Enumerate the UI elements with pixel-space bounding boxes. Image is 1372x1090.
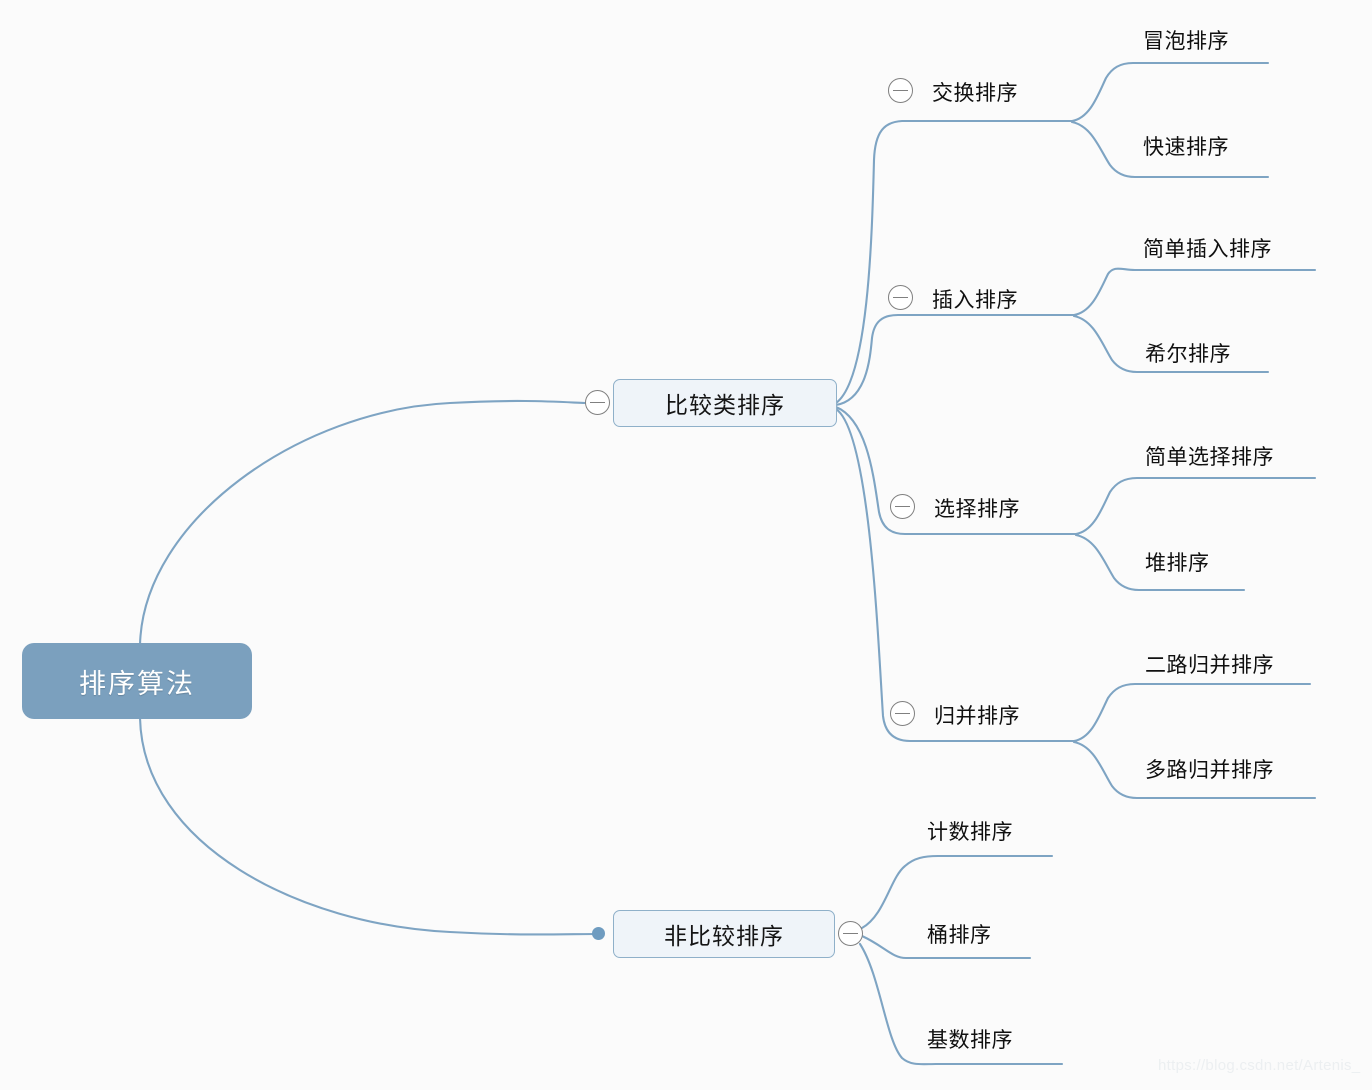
leaf-node-bucket-sort-label: 桶排序 bbox=[927, 924, 992, 947]
leaf-node-quick-sort[interactable]: 快速排序 bbox=[1143, 130, 1229, 158]
edge-merge-to-two-way bbox=[1072, 682, 1312, 743]
branch-node-comparison-label: 比较类排序 bbox=[665, 392, 785, 418]
branch-node-noncomparison[interactable]: 非比较排序 bbox=[613, 910, 835, 958]
collapse-toggle-insertion[interactable] bbox=[888, 285, 913, 310]
leaf-node-heap-sort[interactable]: 堆排序 bbox=[1145, 546, 1210, 574]
root-node[interactable]: 排序算法 bbox=[22, 643, 252, 719]
leaf-node-bubble-sort-label: 冒泡排序 bbox=[1143, 30, 1229, 53]
edge-selection-to-simple-select bbox=[1074, 476, 1317, 536]
edge-comparison-to-insertion bbox=[834, 313, 1076, 407]
leaf-node-bucket-sort[interactable]: 桶排序 bbox=[927, 918, 992, 946]
leaf-node-shell-sort-label: 希尔排序 bbox=[1145, 343, 1231, 366]
sub-node-merge[interactable]: 归并排序 bbox=[934, 701, 1020, 727]
edge-comparison-to-exchange bbox=[834, 119, 1074, 405]
leaf-node-radix-sort-label: 基数排序 bbox=[927, 1029, 1013, 1052]
leaf-node-shell-sort[interactable]: 希尔排序 bbox=[1145, 337, 1231, 365]
collapse-toggle-noncomparison[interactable] bbox=[838, 921, 863, 946]
leaf-node-counting-sort[interactable]: 计数排序 bbox=[927, 815, 1013, 843]
leaf-node-bubble-sort[interactable]: 冒泡排序 bbox=[1143, 24, 1229, 52]
root-node-label: 排序算法 bbox=[79, 668, 195, 699]
branch-node-noncomparison-label: 非比较排序 bbox=[664, 923, 784, 949]
leaf-node-multi-way-merge-sort[interactable]: 多路归并排序 bbox=[1145, 753, 1274, 781]
edge-exchange-to-bubble bbox=[1070, 61, 1270, 123]
leaf-node-quick-sort-label: 快速排序 bbox=[1143, 136, 1229, 159]
branch-node-comparison[interactable]: 比较类排序 bbox=[613, 379, 837, 427]
watermark-text: https://blog.csdn.net/Artenis_ bbox=[1158, 1057, 1361, 1074]
collapse-toggle-exchange[interactable] bbox=[888, 78, 913, 103]
leaf-node-simple-selection-sort[interactable]: 简单选择排序 bbox=[1145, 440, 1274, 468]
leaf-node-simple-selection-sort-label: 简单选择排序 bbox=[1145, 446, 1274, 469]
leaf-node-simple-insertion-sort-label: 简单插入排序 bbox=[1143, 238, 1272, 261]
edge-root-to-comparison bbox=[138, 399, 587, 647]
leaf-node-heap-sort-label: 堆排序 bbox=[1145, 552, 1210, 575]
collapse-toggle-merge[interactable] bbox=[890, 701, 915, 726]
edge-insertion-to-simple-insert bbox=[1072, 267, 1317, 317]
leaf-node-simple-insertion-sort[interactable]: 简单插入排序 bbox=[1143, 232, 1272, 260]
sub-node-insertion-label: 插入排序 bbox=[932, 289, 1018, 312]
sub-node-insertion[interactable]: 插入排序 bbox=[932, 285, 1018, 311]
leaf-node-two-way-merge-sort[interactable]: 二路归并排序 bbox=[1145, 648, 1274, 676]
leaf-node-multi-way-merge-sort-label: 多路归并排序 bbox=[1145, 759, 1274, 782]
sub-node-selection[interactable]: 选择排序 bbox=[934, 494, 1020, 520]
collapse-toggle-selection[interactable] bbox=[890, 494, 915, 519]
leaf-node-radix-sort[interactable]: 基数排序 bbox=[927, 1023, 1013, 1051]
edge-root-to-noncomparison bbox=[138, 716, 598, 936]
collapse-toggle-comparison[interactable] bbox=[585, 390, 610, 415]
edge-comparison-to-merge bbox=[834, 407, 1076, 743]
sub-node-selection-label: 选择排序 bbox=[934, 498, 1020, 521]
sub-node-merge-label: 归并排序 bbox=[934, 705, 1020, 728]
leaf-node-counting-sort-label: 计数排序 bbox=[927, 821, 1013, 844]
connector-dot-noncomparison bbox=[592, 927, 605, 940]
leaf-node-two-way-merge-sort-label: 二路归并排序 bbox=[1145, 654, 1274, 677]
sub-node-exchange-label: 交换排序 bbox=[932, 82, 1018, 105]
sub-node-exchange[interactable]: 交换排序 bbox=[932, 78, 1018, 104]
